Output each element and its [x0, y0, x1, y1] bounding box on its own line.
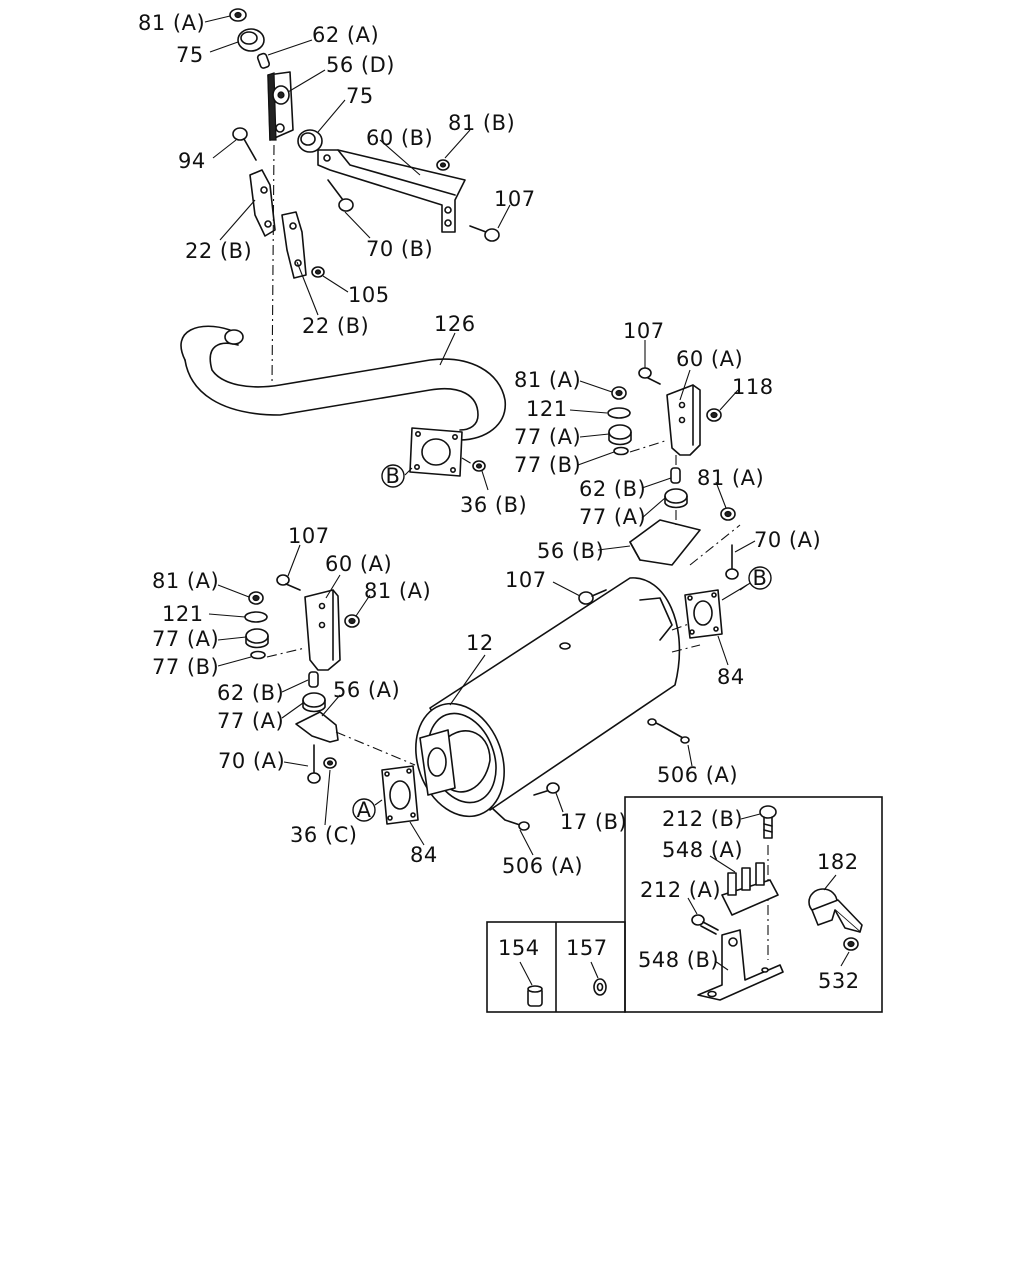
- flange-84-left: [381, 765, 419, 825]
- rubber-mount-75-top: [237, 28, 265, 52]
- washer-157: [593, 978, 607, 996]
- bolt-94: [232, 127, 257, 161]
- nut-81a-top: [229, 8, 247, 22]
- label-548a: 548 (A): [662, 838, 743, 862]
- label-70b: 70 (B): [366, 237, 433, 261]
- label-70a: 70 (A): [218, 749, 285, 773]
- label-22b: 22 (B): [185, 239, 252, 263]
- label-56b: 56 (B): [537, 539, 604, 563]
- label-157: 157: [566, 936, 608, 960]
- label-107: 107: [505, 568, 547, 592]
- bracket-548b: [697, 929, 784, 1001]
- top-hanger-assembly: [229, 8, 500, 386]
- label-12: 12: [466, 631, 494, 655]
- nut-532: [843, 937, 859, 951]
- spacer-154: [527, 985, 543, 1007]
- label-107: 107: [288, 524, 330, 548]
- label-36c: 36 (C): [290, 823, 357, 847]
- label-17b: 17 (B): [560, 810, 627, 834]
- label-77b: 77 (B): [514, 453, 581, 477]
- right-hanger-assembly: [607, 367, 741, 580]
- label-126: 126: [434, 312, 476, 336]
- label-62a: 62 (A): [312, 23, 379, 47]
- pin-62a: [256, 52, 271, 69]
- label-81a: 81 (A): [697, 466, 764, 490]
- part-labels: 81 (A) 75 62 (A) 56 (D) 75 81 (B) 60 (B)…: [138, 11, 860, 993]
- label-121: 121: [162, 602, 204, 626]
- label-107: 107: [494, 187, 536, 211]
- label-81a: 81 (A): [514, 368, 581, 392]
- ref-letter: A: [357, 798, 372, 822]
- label-77a: 77 (A): [152, 627, 219, 651]
- bolt-212a: [691, 914, 719, 935]
- label-84: 84: [410, 843, 438, 867]
- label-77a: 77 (A): [579, 505, 646, 529]
- label-81a: 81 (A): [138, 11, 205, 35]
- label-506a: 506 (A): [502, 854, 583, 878]
- label-56a: 56 (A): [333, 678, 400, 702]
- label-62b: 62 (B): [217, 681, 284, 705]
- label-212a: 212 (A): [640, 878, 721, 902]
- label-22b: 22 (B): [302, 314, 369, 338]
- clamp-22b-left: [249, 169, 276, 237]
- label-77a: 77 (A): [217, 709, 284, 733]
- rubber-mount-75-mid: [297, 129, 323, 153]
- label-81a: 81 (A): [152, 569, 219, 593]
- label-154: 154: [498, 936, 540, 960]
- label-75: 75: [346, 84, 374, 108]
- label-60a: 60 (A): [676, 347, 743, 371]
- label-56d: 56 (D): [326, 53, 395, 77]
- label-81b: 81 (B): [448, 111, 515, 135]
- label-107: 107: [623, 319, 665, 343]
- ref-marker-b-right: B: [748, 566, 772, 590]
- bracket-60b: [317, 149, 466, 233]
- clamp-182: [808, 888, 863, 933]
- label-62b: 62 (B): [579, 477, 646, 501]
- leader-lines: [204, 15, 756, 856]
- clip-548a: [721, 862, 779, 916]
- label-60a: 60 (A): [325, 552, 392, 576]
- bolt-212b: [759, 805, 777, 960]
- exhaust-pipe-126: [180, 325, 506, 477]
- nut-105: [311, 266, 325, 278]
- label-84: 84: [717, 665, 745, 689]
- label-532: 532: [818, 969, 860, 993]
- muffler-12: [415, 577, 723, 831]
- label-182: 182: [817, 850, 859, 874]
- label-60b: 60 (B): [366, 126, 433, 150]
- nut-81b: [436, 159, 450, 171]
- clamp-22b-right: [281, 211, 307, 279]
- ref-letter: B: [386, 464, 401, 488]
- label-212b: 212 (B): [662, 807, 743, 831]
- label-105: 105: [348, 283, 390, 307]
- label-548b: 548 (B): [638, 948, 719, 972]
- inset-box: [486, 796, 883, 1013]
- ref-marker-b-flange: B: [381, 464, 405, 488]
- label-70a: 70 (A): [754, 528, 821, 552]
- label-94: 94: [178, 149, 206, 173]
- label-506a: 506 (A): [657, 763, 738, 787]
- ref-marker-a: A: [352, 798, 376, 822]
- bracket-56d: [267, 71, 294, 141]
- label-75: 75: [176, 43, 204, 67]
- bolt-70b: [327, 179, 354, 212]
- label-118: 118: [732, 375, 774, 399]
- label-81a: 81 (A): [364, 579, 431, 603]
- ref-letter: B: [753, 566, 768, 590]
- label-77a: 77 (A): [514, 425, 581, 449]
- bolt-107-top: [469, 225, 500, 242]
- label-77b: 77 (B): [152, 655, 219, 679]
- left-hanger-assembly: [244, 574, 416, 784]
- label-121: 121: [526, 397, 568, 421]
- label-36b: 36 (B): [460, 493, 527, 517]
